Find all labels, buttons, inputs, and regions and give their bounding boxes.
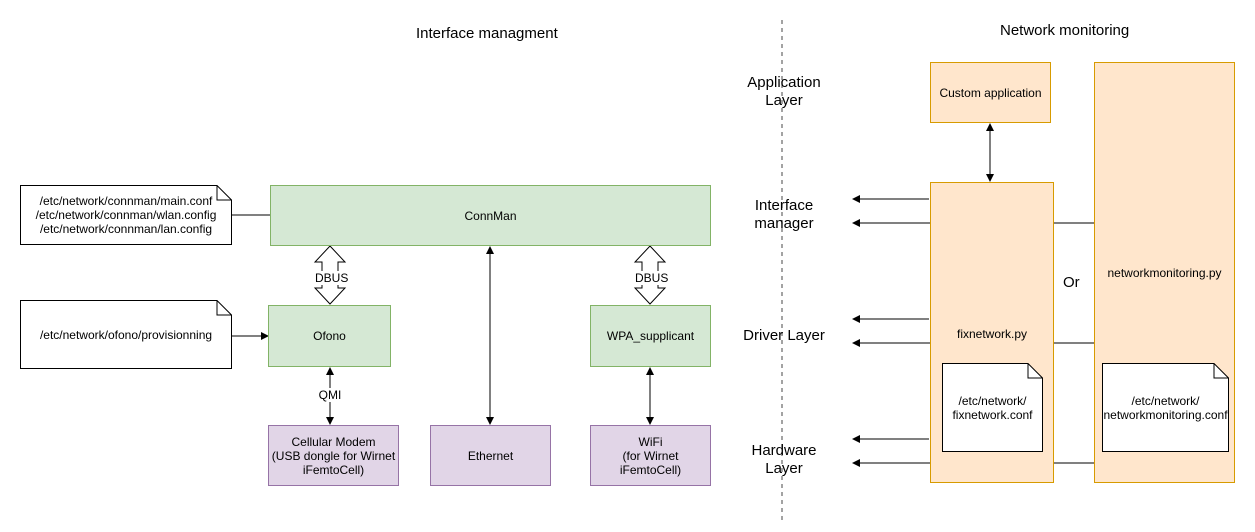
cellular-modem-node: Cellular Modem (USB dongle for Wirnet iF… (268, 425, 399, 486)
dbus-right-label: DBUS (635, 271, 669, 285)
application-layer-label: Application Layer (747, 74, 821, 109)
interface-management-title: Interface managment (416, 25, 558, 42)
node-line: iFemtoCell) (302, 462, 365, 477)
ethernet-node: Ethernet (430, 425, 551, 486)
doc-line: /etc/network/connman/wlan.config (35, 208, 217, 222)
node-line: Cellular Modem (291, 434, 376, 449)
interface-manager-label: Interface manager (754, 197, 814, 232)
node-line: (USB dongle for Wirnet (271, 448, 396, 463)
doc-line: networkmonitoring.conf (1103, 408, 1228, 422)
networkmonitoring-label: networkmonitoring.py (1107, 266, 1222, 280)
qmi-label: QMI (318, 388, 342, 402)
fixnetwork-label: fixnetwork.py (956, 327, 1028, 341)
or-label: Or (1063, 274, 1080, 291)
node-line: WiFi (638, 434, 663, 449)
doc-line: fixnetwork.conf (952, 408, 1033, 422)
doc-line: /etc/network/ofono/provisionning (39, 328, 213, 342)
custom-application-node: Custom application (930, 62, 1051, 123)
wpa-supplicant-node: WPA_supplicant (590, 305, 711, 367)
fixnetwork-conf-doc: /etc/network/ fixnetwork.conf (942, 363, 1043, 452)
doc-line: /etc/network/ (958, 394, 1027, 408)
connman-config-doc: /etc/network/connman/main.conf /etc/netw… (20, 185, 232, 245)
dbus-left-label: DBUS (315, 271, 349, 285)
networkmonitoring-conf-doc: /etc/network/ networkmonitoring.conf (1102, 363, 1229, 452)
doc-line: /etc/network/connman/lan.config (39, 222, 213, 236)
node-line: iFemtoCell) (619, 462, 682, 477)
node-line: (for Wirnet (622, 448, 679, 463)
hardware-layer-label: Hardware Layer (751, 442, 817, 477)
ofono-config-doc: /etc/network/ofono/provisionning (20, 300, 232, 369)
network-monitoring-title: Network monitoring (1000, 22, 1130, 39)
ofono-node: Ofono (268, 305, 391, 367)
driver-layer-label: Driver Layer (743, 327, 825, 344)
doc-line: /etc/network/ (1131, 394, 1200, 408)
wifi-node: WiFi (for Wirnet iFemtoCell) (590, 425, 711, 486)
connman-node: ConnMan (270, 185, 711, 246)
doc-line: /etc/network/connman/main.conf (39, 194, 213, 208)
